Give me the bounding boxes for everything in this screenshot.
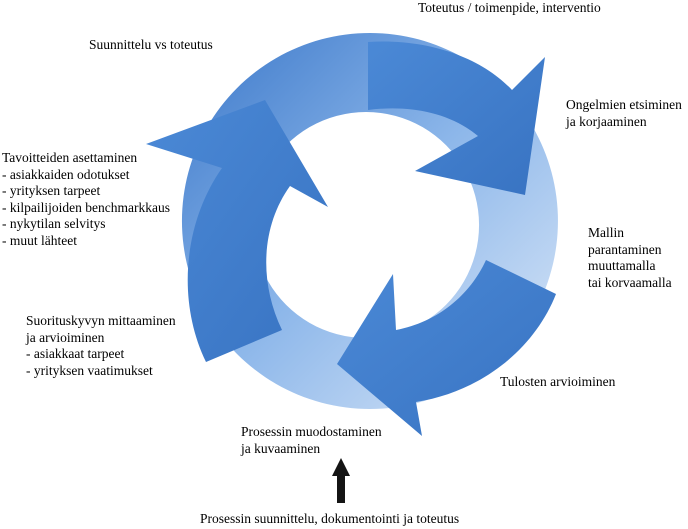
label-line: Suunnittelu vs toteutus <box>89 37 213 52</box>
label-suunnittelu: Suunnittelu vs toteutus <box>89 37 213 54</box>
arrow-left <box>146 100 328 362</box>
label-line: ja arvioiminen <box>26 329 105 345</box>
label-line: Toteutus / toimenpide, interventio <box>418 0 601 15</box>
label-tavoitteiden: Tavoitteiden asettaminen - asiakkaiden o… <box>2 150 170 249</box>
label-line: Tavoitteiden asettaminen <box>2 150 138 165</box>
label-line: - nykytilan selvitys <box>2 216 106 231</box>
label-line: - kilpailijoiden benchmarkkaus <box>2 199 170 215</box>
label-suorituskyky: Suorituskyvyn mittaaminen ja arvioiminen… <box>26 313 176 379</box>
label-line: - yrityksen tarpeet <box>2 183 101 198</box>
label-line: Ongelmien etsiminen <box>566 97 682 112</box>
label-toteutus: Toteutus / toimenpide, interventio <box>418 0 601 17</box>
label-line: muuttamalla <box>588 258 656 273</box>
label-prosessin-suunnittelu: Prosessin suunnittelu, dokumentointi ja … <box>200 511 459 528</box>
label-line: tai korvaamalla <box>588 274 672 290</box>
label-line: - asiakkaat tarpeet <box>26 346 125 361</box>
label-line: - yrityksen vaatimukset <box>26 362 153 378</box>
label-tulosten: Tulosten arvioiminen <box>500 374 615 391</box>
label-line: Suorituskyvyn mittaaminen <box>26 313 176 328</box>
label-line: Prosessin suunnittelu, dokumentointi ja … <box>200 511 460 526</box>
label-line: ja kuvaaminen <box>241 440 321 456</box>
label-line: Tulosten arvioiminen <box>500 374 616 389</box>
up-arrow <box>332 458 350 503</box>
label-line: Mallin <box>588 225 624 240</box>
arrow-bottom <box>337 260 556 436</box>
arrow-top-right <box>368 41 545 195</box>
label-line: parantaminen <box>588 241 662 257</box>
label-line: ja korjaaminen <box>566 113 647 129</box>
label-ongelmien: Ongelmien etsiminen ja korjaaminen <box>566 97 682 130</box>
label-line: - muut lähteet <box>2 232 77 248</box>
label-mallin: Mallin parantaminen muuttamalla tai korv… <box>588 225 672 291</box>
label-prosessin-muodostaminen: Prosessin muodostaminen ja kuvaaminen <box>241 424 382 457</box>
label-line: Prosessin muodostaminen <box>241 424 382 439</box>
label-line: - asiakkaiden odotukset <box>2 166 130 182</box>
